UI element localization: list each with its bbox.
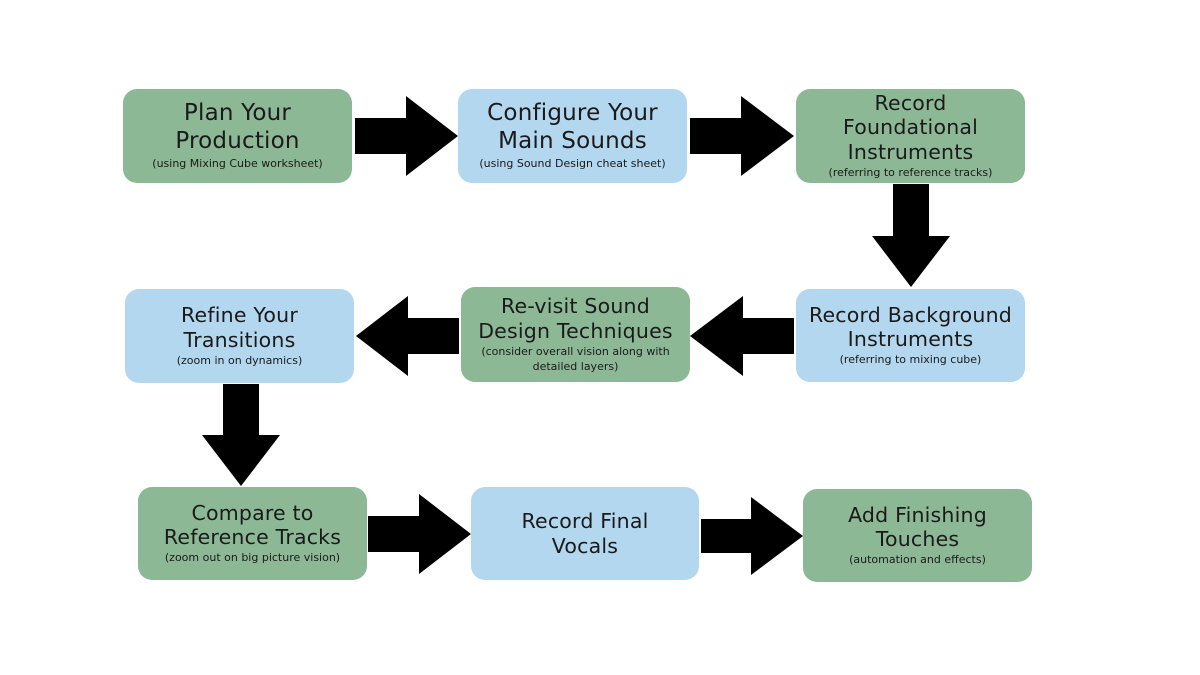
step-title-line1: Re-visit Sound xyxy=(501,294,650,319)
step-title: Configure Your Main Sounds xyxy=(487,100,658,154)
arrow-left-icon xyxy=(356,296,459,376)
step-title-line2: Transitions xyxy=(183,327,296,352)
step-title-line2: Design Techniques xyxy=(478,318,673,343)
step-record-foundational-instruments: Record Foundational Instruments (referri… xyxy=(796,89,1025,183)
step-title-line2: Touches xyxy=(875,527,960,552)
step-title-line1: Record Background xyxy=(808,302,1013,327)
step-title: Plan Your Production xyxy=(175,100,299,154)
step-title-line1: Refine Your xyxy=(181,303,298,328)
arrow-right-icon xyxy=(701,497,803,575)
step-title-line2: Instruments xyxy=(847,327,974,352)
step-note: (referring to mixing cube) xyxy=(839,353,982,367)
step-title: Add Finishing Touches xyxy=(848,503,987,551)
step-title-line2: Production xyxy=(175,127,300,154)
step-title: Re-visit Sound Design Techniques xyxy=(478,294,673,342)
arrow-right-icon xyxy=(690,96,794,176)
step-title-line1: Compare to xyxy=(191,500,314,525)
step-title: Record Foundational Instruments xyxy=(804,91,1017,164)
step-configure-main-sounds: Configure Your Main Sounds (using Sound … xyxy=(458,89,687,183)
step-revisit-sound-design: Re-visit Sound Design Techniques (consid… xyxy=(461,287,690,382)
step-note-line2: detailed layers) xyxy=(532,359,619,373)
step-note: (referring to reference tracks) xyxy=(828,165,993,179)
step-note: (zoom out on big picture vision) xyxy=(164,551,341,565)
arrow-right-icon xyxy=(355,96,458,176)
step-title: Record Background Instruments xyxy=(809,303,1012,351)
step-title: Refine Your Transitions xyxy=(181,303,298,351)
step-note: (using Sound Design cheat sheet) xyxy=(479,156,666,170)
arrow-left-icon xyxy=(690,296,794,376)
step-compare-reference-tracks: Compare to Reference Tracks (zoom out on… xyxy=(138,487,367,580)
step-record-final-vocals: Record Final Vocals xyxy=(471,487,699,580)
step-record-background-instruments: Record Background Instruments (referring… xyxy=(796,289,1025,382)
step-title-line2: Main Sounds xyxy=(498,127,647,154)
step-add-finishing-touches: Add Finishing Touches (automation and ef… xyxy=(803,489,1032,582)
step-title-line1: Configure Your xyxy=(487,100,658,127)
step-title-line1: Record Foundational xyxy=(842,91,979,140)
step-refine-transitions: Refine Your Transitions (zoom in on dyna… xyxy=(125,289,354,383)
arrow-down-icon xyxy=(872,184,950,287)
step-title-line2: Reference Tracks xyxy=(163,525,342,550)
arrow-down-icon xyxy=(202,384,280,486)
step-note-line1: (consider overall vision along with xyxy=(481,344,670,358)
step-note: (automation and effects) xyxy=(849,553,986,567)
step-note: (consider overall vision along with deta… xyxy=(481,345,669,375)
step-note: (zoom in on dynamics) xyxy=(176,353,303,367)
step-title-line2: Instruments xyxy=(847,139,974,164)
step-plan-your-production: Plan Your Production (using Mixing Cube … xyxy=(123,89,352,183)
step-title: Record Final Vocals xyxy=(522,509,649,557)
step-title-line1: Add Finishing xyxy=(848,502,987,527)
step-title: Compare to Reference Tracks xyxy=(164,501,341,549)
step-title-line2: Vocals xyxy=(551,533,619,558)
step-title-line1: Record Final xyxy=(521,509,649,534)
step-title-line1: Plan Your xyxy=(183,100,292,127)
step-note: (using Mixing Cube worksheet) xyxy=(152,156,323,170)
arrow-right-icon xyxy=(368,494,471,574)
